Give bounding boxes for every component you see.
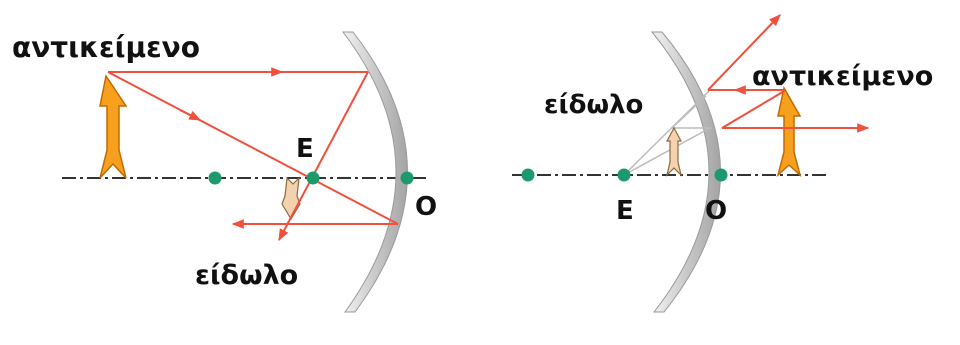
left-center-point [208, 171, 222, 185]
left-vertex-label: O [415, 192, 438, 222]
left-concave-mirror [341, 31, 408, 313]
right-construction-line-1 [623, 89, 711, 176]
right-object-arrow [776, 85, 802, 178]
right-construction-line-2 [623, 127, 711, 176]
left-object-label: αντικείμενο [12, 31, 200, 64]
left-ray-through-focus [278, 71, 369, 242]
right-vertex-label: O [705, 196, 728, 226]
left-image-arrow [281, 176, 301, 221]
left-object-arrow [99, 74, 128, 179]
right-construction-lines [623, 89, 712, 176]
left-panel [62, 31, 428, 313]
right-center-point [521, 168, 535, 182]
left-focus-point [306, 171, 320, 185]
right-vertex-point [714, 168, 728, 182]
left-image-label: είδωλο [195, 260, 299, 291]
left-ray-to-vertex [107, 71, 399, 225]
right-concave-mirror [650, 31, 721, 313]
left-ray-diag-arrow [179, 109, 202, 121]
left-vertex-point [400, 171, 414, 185]
right-ray-group [707, 14, 870, 133]
right-focus-point [617, 168, 631, 182]
right-ray-in-2 [721, 89, 787, 129]
left-focus-label: E [296, 134, 314, 164]
right-construction-line-4 [671, 95, 707, 129]
right-focus-label: E [616, 196, 634, 226]
right-ray-out-1 [707, 14, 781, 91]
right-image-arrow [665, 126, 683, 177]
left-ray-group [107, 67, 399, 242]
right-panel [512, 14, 870, 313]
right-image-label: είδωλο [544, 90, 644, 120]
right-object-label: αντικείμενο [752, 61, 934, 92]
